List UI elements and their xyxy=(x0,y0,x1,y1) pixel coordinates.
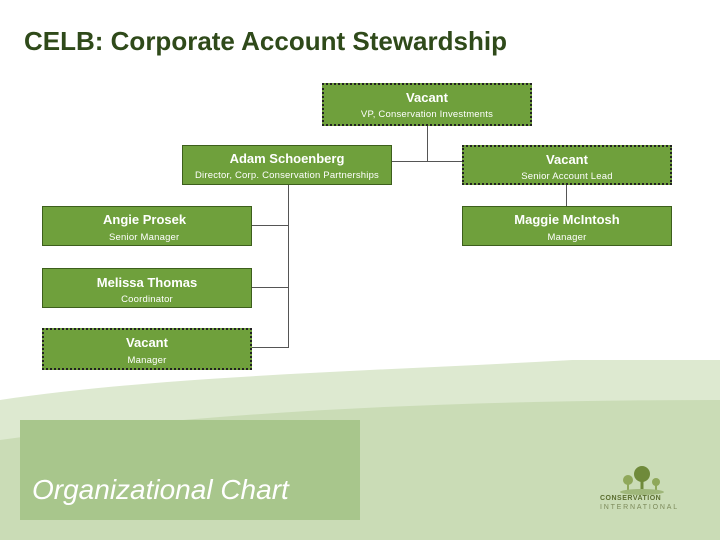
org-box-coordinator[interactable]: Melissa Thomas Coordinator xyxy=(42,268,252,308)
org-box-name: Vacant xyxy=(126,335,168,350)
org-box-vp[interactable]: Vacant VP, Conservation Investments xyxy=(322,83,532,126)
org-box-name: Maggie McIntosh xyxy=(514,212,620,227)
org-box-name: Vacant xyxy=(406,90,448,105)
org-box-role: Director, Corp. Conservation Partnership… xyxy=(194,170,380,181)
org-box-name: Vacant xyxy=(546,152,588,167)
connector-vp-branch xyxy=(390,161,462,162)
connector-lead-down xyxy=(566,185,567,206)
org-box-senior-manager[interactable]: Angie Prosek Senior Manager xyxy=(42,206,252,246)
footer-title: Organizational Chart xyxy=(32,474,289,505)
connector-to-vacant-mgr xyxy=(252,347,289,348)
org-box-name: Melissa Thomas xyxy=(96,275,198,290)
connector-to-angie xyxy=(252,225,289,226)
org-box-name: Adam Schoenberg xyxy=(229,151,345,166)
slide-title: CELB: Corporate Account Stewardship xyxy=(24,26,507,56)
org-box-role: Coordinator xyxy=(121,294,173,305)
logo-text-line2: INTERNATIONAL xyxy=(600,504,679,511)
org-box-director[interactable]: Adam Schoenberg Director, Corp. Conserva… xyxy=(182,145,392,185)
footer-title-panel xyxy=(20,420,360,520)
connector-vp-down xyxy=(427,126,428,162)
logo-text-line1: CONSERVATION xyxy=(600,495,662,502)
conservation-international-logo-icon xyxy=(620,466,664,495)
org-box-role: VP, Conservation Investments xyxy=(360,109,494,120)
connector-to-melissa xyxy=(252,287,289,288)
connector-dir-down xyxy=(288,185,289,348)
org-box-role: Manager xyxy=(127,355,167,366)
org-box-role: Manager xyxy=(547,232,587,243)
org-box-role: Senior Manager xyxy=(109,232,180,243)
org-box-name: Angie Prosek xyxy=(103,212,187,227)
org-box-manager-mcintosh[interactable]: Maggie McIntosh Manager xyxy=(462,206,672,246)
org-box-role: Senior Account Lead xyxy=(521,171,613,182)
org-box-senior-account-lead[interactable]: Vacant Senior Account Lead xyxy=(462,145,672,185)
org-box-manager-vacant[interactable]: Vacant Manager xyxy=(42,328,252,370)
